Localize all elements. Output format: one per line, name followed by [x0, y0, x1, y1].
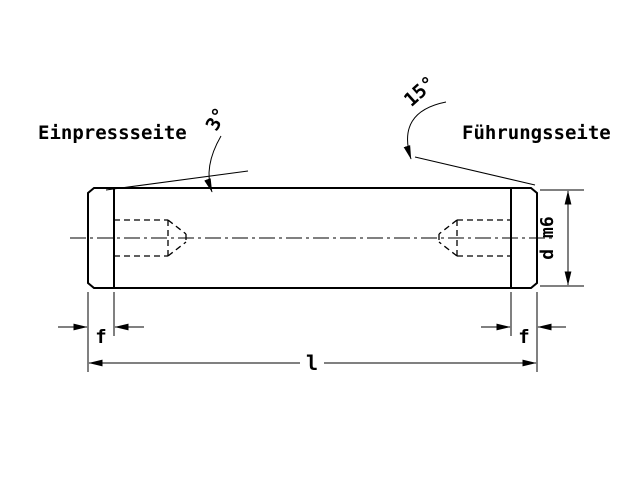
hidden-detail-left	[114, 219, 187, 257]
label-guide-side: Führungsseite	[462, 122, 611, 144]
chamfer-angle-line-right	[414, 156, 536, 186]
hidden-detail-right	[438, 219, 511, 257]
angle-annotation-left	[105, 135, 249, 193]
angle-arc-right	[403, 101, 447, 160]
label-diameter: d m6	[537, 216, 558, 259]
chamfer-angle-line-left	[105, 170, 249, 191]
label-chamfer-left: f	[95, 326, 106, 348]
pin-body	[87, 187, 538, 289]
angle-arc-left	[204, 135, 222, 193]
extension-lines	[87, 189, 584, 372]
label-length: l	[306, 351, 318, 375]
label-chamfer-right: f	[518, 326, 529, 348]
pin-outline	[87, 187, 538, 289]
label-press-side: Einpressseite	[38, 122, 187, 144]
angle-annotation-right	[403, 101, 536, 186]
label-angle-left: 3°	[202, 104, 232, 135]
